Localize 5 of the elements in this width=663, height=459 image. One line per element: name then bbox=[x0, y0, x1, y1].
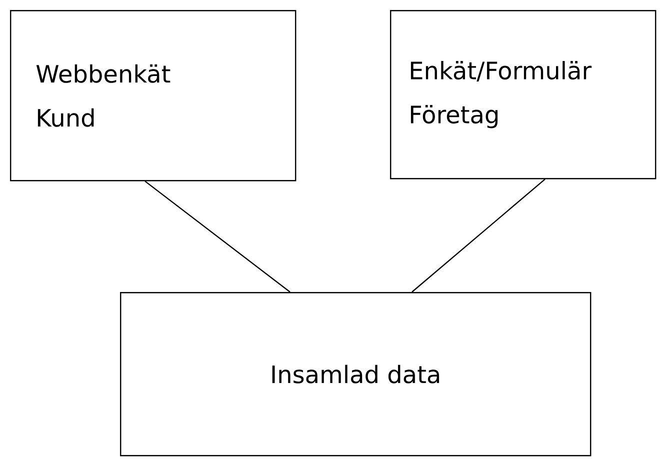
text-box: Insamlad data bbox=[120, 292, 592, 456]
text-box: Webbenkät Kund bbox=[10, 10, 296, 182]
connector-line bbox=[144, 180, 290, 292]
connector-line bbox=[412, 178, 546, 292]
text-box: Enkät/Formulär Företag bbox=[390, 10, 656, 180]
